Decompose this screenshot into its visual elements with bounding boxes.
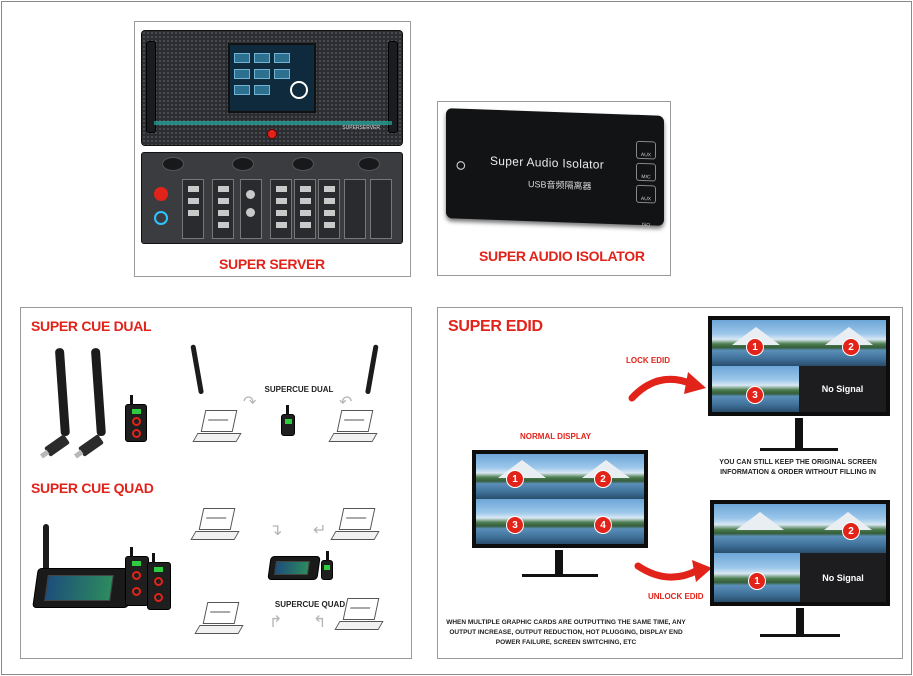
curve-arrow-icon: ↵: [313, 522, 327, 539]
screen-badge: 1: [746, 338, 764, 356]
super-audio-isolator-panel: ⭘ Super Audio Isolator USB音频隔离器 AUX MIC …: [437, 101, 671, 276]
bodypack-transmitter-icon: [125, 547, 149, 606]
laptop-icon: [190, 508, 240, 544]
screen-badge: 1: [506, 470, 524, 488]
port-mic: MIC: [636, 162, 656, 182]
screen-badge: 3: [746, 386, 764, 404]
port-aux: AUX: [636, 140, 656, 160]
curve-arrow-icon: ↰: [313, 614, 327, 631]
usb-dongle-icon: [44, 434, 70, 457]
super-edid-title: SUPER EDID: [448, 318, 543, 335]
unlocked-monitor: No Signal 2 1: [710, 500, 890, 606]
supercue-dual-label: SUPERCUE DUAL: [264, 385, 334, 394]
super-audio-isolator-title: SUPER AUDIO ISOLATOR: [479, 248, 645, 264]
antenna-icon: [90, 347, 106, 437]
usb-icon: ⭘: [456, 158, 466, 173]
bodypack-transmitter-icon: [147, 553, 171, 610]
server-brand: SUPERSERVER: [342, 125, 380, 131]
curve-arrow-icon: ↴: [269, 522, 283, 539]
screen-badge: 1: [748, 572, 766, 590]
laptop-icon: [194, 602, 244, 638]
server-handle: [146, 41, 156, 133]
laptop-icon: [330, 508, 380, 544]
super-server-title: SUPER SERVER: [219, 256, 325, 272]
screen-badge: 3: [506, 516, 524, 534]
power-button-icon: [267, 129, 277, 139]
port-aux-iso: AUX ISO: [636, 184, 656, 228]
screen-badge: 2: [842, 522, 860, 540]
laptop-icon: [328, 410, 378, 446]
server-front-image: SUPERSERVER: [141, 30, 403, 146]
server-back-image: [141, 152, 403, 244]
server-handle: [388, 41, 398, 133]
supercue-quad-label: SUPERCUE QUAD: [274, 600, 346, 609]
unlock-edid-label: UNLOCK EDID: [648, 592, 704, 601]
lock-arrow-icon: [628, 372, 706, 402]
super-cue-quad-title: SUPER CUE QUAD: [31, 480, 154, 496]
quad-station-icon: [267, 556, 321, 580]
usb-dongle-icon: [78, 434, 104, 457]
lock-caption: YOU CAN STILL KEEP THE ORIGINAL SCREEN I…: [719, 459, 877, 476]
curve-arrow-icon: ↷: [243, 394, 257, 411]
bodypack-icon: [281, 405, 295, 436]
device-name: Super Audio Isolator: [490, 153, 605, 172]
super-cue-panel: SUPER CUE DUAL SUPERCUE DUAL ↷ ↶ SUPER C…: [20, 307, 412, 659]
super-cue-dual-title: SUPER CUE DUAL: [31, 318, 152, 334]
audio-isolator-device: ⭘ Super Audio Isolator USB音频隔离器 AUX MIC …: [446, 108, 664, 228]
bottom-caption: WHEN MULTIPLE GRAPHIC CARDS ARE OUTPUTTI…: [446, 619, 686, 646]
screen-badge: 2: [842, 338, 860, 356]
device-subtitle: USB音频隔离器: [528, 179, 592, 192]
no-signal-quadrant: No Signal: [800, 553, 886, 602]
unlock-arrow-icon: [634, 560, 712, 582]
server-touchscreen: [228, 43, 316, 113]
curve-arrow-icon: ↶: [339, 394, 353, 411]
laptop-icon: [192, 410, 242, 446]
super-edid-panel: SUPER EDID No Signal 1 2 3 YOU CAN STILL…: [437, 307, 903, 659]
antenna-icon: [54, 347, 70, 437]
no-signal-quadrant: No Signal: [799, 366, 886, 412]
locked-monitor: No Signal 1 2 3: [708, 316, 890, 416]
screen-badge: 4: [594, 516, 612, 534]
normal-monitor: 1 2 3 4: [472, 450, 648, 548]
normal-display-label: NORMAL DISPLAY: [520, 432, 592, 441]
super-server-panel: SUPERSERVER SUPER SERVER: [134, 21, 411, 277]
curve-arrow-icon: ↱: [269, 614, 283, 631]
screen-badge: 2: [594, 470, 612, 488]
lock-edid-label: LOCK EDID: [626, 356, 670, 365]
quad-base-station-icon: [32, 568, 134, 608]
bodypack-transmitter-icon: [125, 395, 147, 442]
